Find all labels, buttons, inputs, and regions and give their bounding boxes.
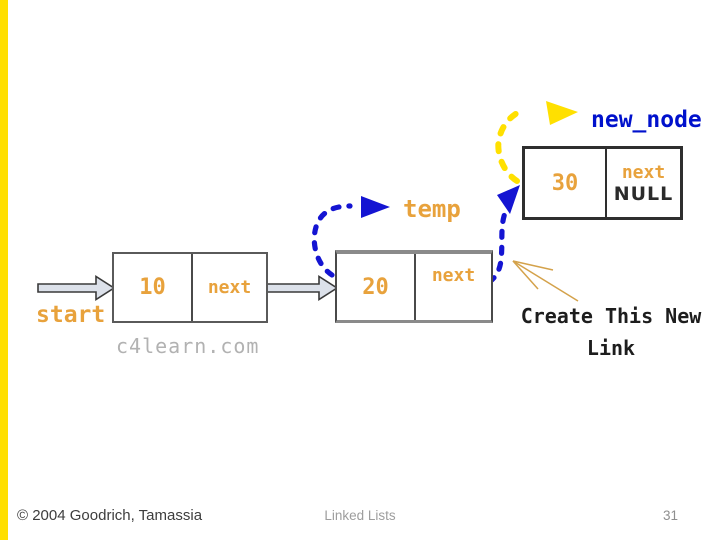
node3-next-label: next	[621, 161, 666, 183]
watermark-text: c4learn.com	[116, 334, 260, 358]
temp-pointer-arrowhead-icon	[361, 196, 390, 218]
footer-copyright: © 2004 Goodrich, Tamassia	[17, 507, 203, 524]
annotation-line-1: Create This New	[520, 304, 702, 328]
start-label: start	[36, 302, 106, 328]
new-node-pointer-arrowhead-icon	[546, 101, 578, 125]
temp-pointer-arrow-icon	[311, 203, 353, 278]
start-arrow-icon	[37, 275, 116, 301]
node1-value: 10	[139, 275, 166, 300]
footer-title: Linked Lists	[324, 508, 396, 523]
new-node-pointer-arrow-icon	[495, 107, 526, 184]
temp-label: temp	[403, 195, 461, 223]
node1-data-cell: 10	[114, 254, 191, 321]
node3-value: 30	[551, 170, 579, 196]
node3-data-cell: 30	[525, 149, 605, 217]
annotation-line-2: Link	[586, 336, 636, 360]
left-accent-bar	[0, 0, 8, 540]
new-link-pointer-arrowhead-icon	[497, 185, 520, 214]
new-node-label: new_node	[591, 107, 702, 133]
node-link-arrow-icon	[256, 275, 339, 301]
list-node-3-new: 30 next NULL	[522, 146, 683, 220]
node1-next-label: next	[207, 277, 252, 298]
create-link-annotation: Create This New Link	[511, 300, 711, 364]
footer-page-number: 31	[662, 508, 678, 523]
list-node-2: 20 next	[335, 250, 493, 323]
node1-next-cell: next	[191, 254, 266, 321]
callout-arrow-icon	[512, 260, 579, 302]
node3-next-cell: next NULL	[605, 149, 680, 217]
node2-next-cell: next	[414, 254, 491, 320]
node3-next-value: NULL	[613, 182, 674, 205]
node2-value: 20	[362, 274, 389, 300]
node2-next-label: next	[431, 265, 476, 286]
node2-data-cell: 20	[337, 254, 414, 320]
list-node-1: 10 next	[112, 252, 268, 323]
